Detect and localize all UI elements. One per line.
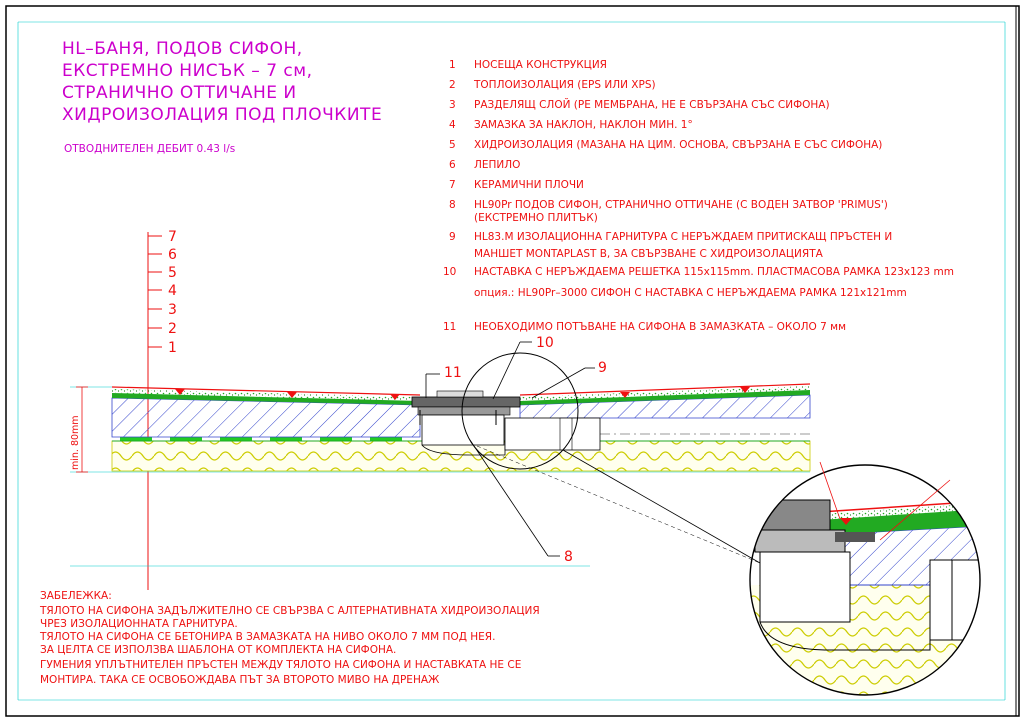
dimension-min-80mm: min. 80mm (70, 386, 88, 473)
floor-cross-section (70, 383, 811, 567)
tick-label-6: 6 (168, 247, 177, 263)
notes-heading: ЗАБЕЛЕЖКА: (40, 590, 112, 602)
callout-10: 10 (536, 335, 554, 351)
tick-label-4: 4 (168, 283, 177, 299)
legend-num-7: 7 (449, 179, 456, 191)
legend-num-5: 5 (449, 139, 456, 151)
note-line-5: ГУМЕНИЯ УПЛЪТНИТЕЛЕН ПРЪСТЕН МЕЖДУ ТЯЛОТ… (40, 659, 521, 671)
title-line-3: СТРАНИЧНО ОТТИЧАНЕ И (62, 83, 297, 103)
dimension-text: min. 80mm (70, 415, 81, 470)
legend-text-9b: МАНШЕТ MONTAPLAST B, ЗА СВЪРЗВАНЕ С ХИДР… (474, 248, 824, 260)
legend-text-6: ЛЕПИЛО (474, 159, 520, 171)
legend-text-2: ТОПЛОИЗОЛАЦИЯ (EPS ИЛИ XPS) (473, 79, 656, 91)
note-line-3: ТЯЛОТО НА СИФОНА СЕ БЕТОНИРА В ЗАМАЗКАТА… (39, 631, 495, 643)
enlarged-detail (749, 461, 981, 696)
legend: 1 НОСЕЩА КОНСТРУКЦИЯ 2 ТОПЛОИЗОЛАЦИЯ (EP… (443, 59, 954, 333)
legend-text-4: ЗАМАЗКА ЗА НАКЛОН, НАКЛОН МИН. 1° (474, 119, 693, 131)
legend-num-11: 11 (443, 321, 456, 333)
layer-tick-scale: 7 6 5 4 3 2 1 (147, 229, 177, 590)
flow-rate: ОТВОДНИТЕЛЕН ДЕБИТ 0.43 l/s (64, 143, 235, 155)
callout-8: 8 (564, 549, 573, 565)
note-line-4: ЗА ЦЕЛТА СЕ ИЗПОЛЗВА ШАБЛОНА ОТ КОМПЛЕКТ… (40, 644, 396, 656)
legend-num-3: 3 (449, 99, 456, 111)
legend-num-10: 10 (443, 266, 456, 278)
legend-text-8b: (ЕКСТРЕМНО ПЛИТЪК) (474, 212, 598, 224)
note-line-6: МОНТИРА. ТАКА СЕ ОСВОБОЖДАВА ПЪТ ЗА ВТОР… (40, 674, 440, 686)
title-line-2: ЕКСТРЕМНО НИСЪК – 7 см, (62, 61, 313, 81)
detail-leader-b (476, 445, 761, 564)
legend-text-9a: HL83.M ИЗОЛАЦИОННА ГАРНИТУРА С НЕРЪЖДАЕМ… (474, 231, 892, 243)
legend-num-9: 9 (449, 231, 456, 243)
legend-text-10b: опция.: HL90Pr–3000 СИФОН С НАСТАВКА С Н… (474, 287, 907, 299)
sheet-border (5, 5, 1020, 717)
callouts: 11 10 9 8 (425, 335, 607, 565)
tick-label-3: 3 (168, 302, 177, 318)
tick-label-1: 1 (168, 340, 177, 356)
legend-text-8a: HL90Pr ПОДОВ СИФОН, СТРАНИЧНО ОТТИЧАНЕ (… (474, 199, 888, 211)
detail-marker-circle (461, 352, 579, 470)
callout-11: 11 (444, 365, 462, 381)
note-line-2: ЧРЕЗ ИЗОЛАЦИОННАТА ГАРНИТУРА. (40, 618, 238, 630)
legend-text-3: РАЗДЕЛЯЩ СЛОЙ (PE МЕМБРАНА, НЕ Е СВЪРЗАН… (474, 98, 830, 111)
legend-text-7: КЕРАМИЧНИ ПЛОЧИ (474, 179, 584, 191)
title-line-4: ХИДРОИЗОЛАЦИЯ ПОД ПЛОЧКИТЕ (62, 105, 382, 125)
legend-num-2: 2 (449, 79, 456, 91)
tick-label-7: 7 (168, 229, 177, 245)
legend-num-6: 6 (449, 159, 456, 171)
drawing-title: HL–БАНЯ, ПОДОВ СИФОН, ЕКСТРЕМНО НИСЪК – … (62, 39, 382, 125)
legend-text-10a: НАСТАВКА С НЕРЪЖДАЕМА РЕШЕТКА 115x115mm.… (474, 266, 954, 278)
legend-num-4: 4 (449, 119, 456, 131)
legend-num-8: 8 (449, 199, 456, 211)
legend-text-11: НЕОБХОДИМО ПОТЪВАНЕ НА СИФОНА В ЗАМАЗКАТ… (474, 321, 846, 333)
title-line-1: HL–БАНЯ, ПОДОВ СИФОН, (62, 39, 303, 59)
callout-9: 9 (598, 360, 607, 376)
legend-text-1: НОСЕЩА КОНСТРУКЦИЯ (474, 59, 607, 71)
note-line-1: ТЯЛОТО НА СИФОНА ЗАДЪЛЖИТЕЛНО СЕ СВЪРЗВА… (39, 605, 540, 617)
notes-block: ЗАБЕЛЕЖКА: ТЯЛОТО НА СИФОНА ЗАДЪЛЖИТЕЛНО… (39, 590, 540, 686)
tick-label-5: 5 (168, 265, 177, 281)
detail-leader-a (562, 449, 761, 564)
legend-text-5: ХИДРОИЗОЛАЦИЯ (МАЗАНА НА ЦИМ. ОСНОВА, СВ… (474, 139, 882, 151)
legend-num-1: 1 (449, 59, 456, 71)
tick-label-2: 2 (168, 321, 177, 337)
